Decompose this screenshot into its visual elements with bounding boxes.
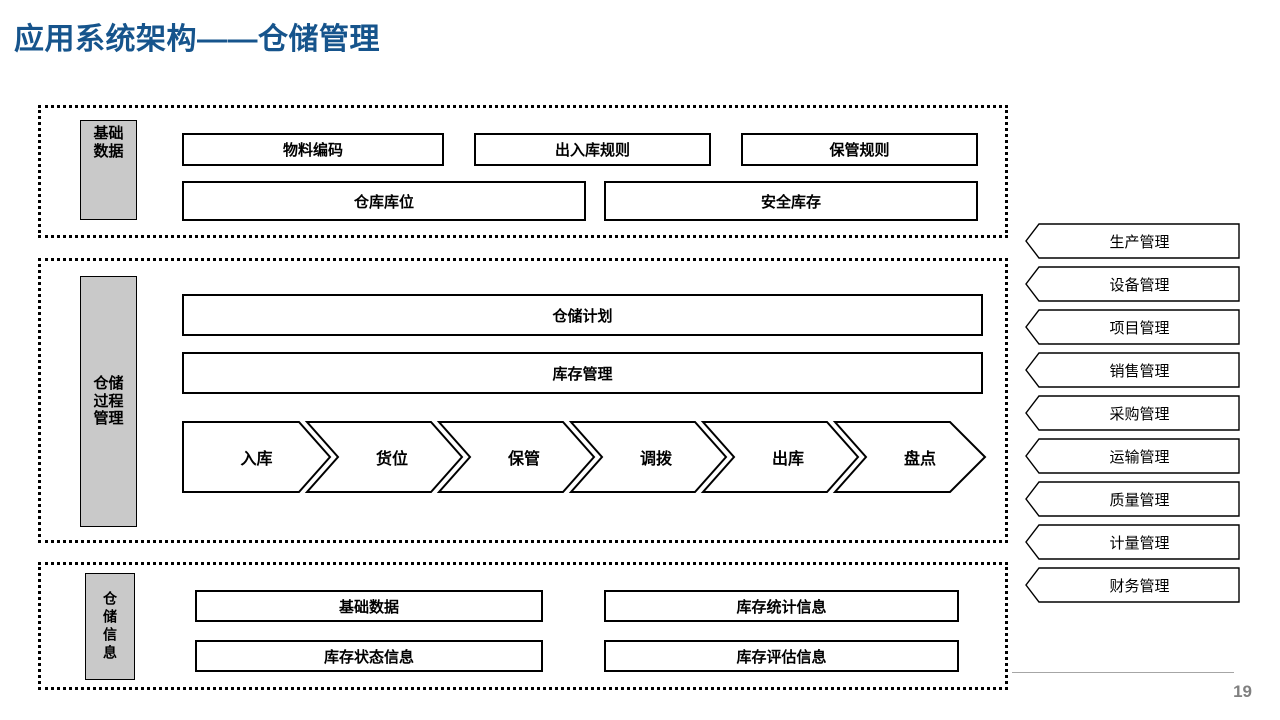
side-module-quality-label: 质量管理 [1109,491,1170,509]
section-label-process-line1: 仓储 [93,374,124,392]
box-material-code[interactable]: 物料编码 [182,133,444,166]
section-label-base-data-line1: 基础 [93,125,124,142]
section-label-process-management: 仓储 过程 管理 [80,276,137,527]
side-module-finance-label: 财务管理 [1109,577,1170,595]
box-safety-stock[interactable]: 安全库存 [604,181,978,221]
box-inventory-evaluation[interactable]: 库存评估信息 [604,640,959,672]
section-label-process-line2: 过程 [93,392,124,410]
box-storage-plan[interactable]: 仓储计划 [182,294,983,336]
side-module-purchasing[interactable]: 采购管理 [1025,395,1240,431]
section-label-warehouse-info: 仓储信息 [85,573,135,680]
side-module-metering-label: 计量管理 [1109,534,1170,552]
side-module-quality[interactable]: 质量管理 [1025,481,1240,517]
section-label-base-data: 基础 数据 [80,120,137,220]
box-basic-data[interactable]: 基础数据 [195,590,543,622]
side-module-project[interactable]: 项目管理 [1025,309,1240,345]
side-module-purchasing-label: 采购管理 [1109,405,1170,423]
side-module-sales[interactable]: 销售管理 [1025,352,1240,388]
section-label-warehouse-info-text: 仓储信息 [102,590,118,663]
box-inventory-manage[interactable]: 库存管理 [182,352,983,394]
box-inventory-statistics[interactable]: 库存统计信息 [604,590,959,622]
section-label-process-line3: 管理 [93,410,124,428]
section-label-base-data-line2: 数据 [93,142,124,160]
side-module-equipment-label: 设备管理 [1109,276,1170,294]
page-title: 应用系统架构——仓储管理 [14,23,380,56]
side-module-sales-label: 销售管理 [1109,362,1170,380]
box-storage-rules[interactable]: 保管规则 [741,133,978,166]
side-module-equipment[interactable]: 设备管理 [1025,266,1240,302]
box-warehouse-location[interactable]: 仓库库位 [182,181,586,221]
side-module-transport[interactable]: 运输管理 [1025,438,1240,474]
footer-divider [1012,672,1234,673]
side-module-transport-label: 运输管理 [1109,448,1170,466]
box-inventory-status[interactable]: 库存状态信息 [195,640,543,672]
side-module-production-label: 生产管理 [1109,233,1170,251]
side-module-production[interactable]: 生产管理 [1025,223,1240,259]
side-module-project-label: 项目管理 [1109,319,1170,337]
side-module-metering[interactable]: 计量管理 [1025,524,1240,560]
side-module-finance[interactable]: 财务管理 [1025,567,1240,603]
box-inout-rules[interactable]: 出入库规则 [474,133,711,166]
page-number: 19 [1233,682,1252,701]
process-flow: 入库 货位 保管 调拨 出库 盘点 [182,421,987,493]
